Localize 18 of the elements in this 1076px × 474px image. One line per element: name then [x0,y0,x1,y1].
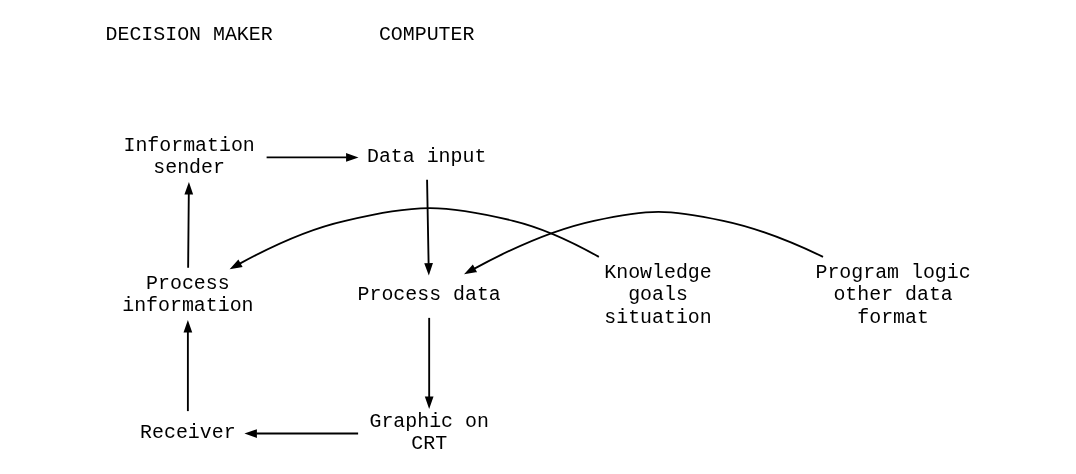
arrow [464,210,824,275]
node-text: Information sender [123,133,255,180]
arrow [183,320,193,413]
arrow [424,178,433,276]
node-text: Receiver [140,421,236,445]
node-text: Graphic on CRT [369,410,489,456]
arrow [184,181,194,269]
node-text: Program logic other data format [815,260,971,329]
node-text: Process data [357,283,501,307]
node-text: Data input [367,145,487,169]
label: COMPUTER [378,23,475,47]
node-text: Knowledge goals situation [604,260,712,329]
label: DECISION MAKER [105,23,273,47]
node-text: Process information [122,271,254,318]
arrow [265,153,359,162]
arrow [244,429,360,438]
arrow [424,316,434,409]
arrow [229,207,600,270]
